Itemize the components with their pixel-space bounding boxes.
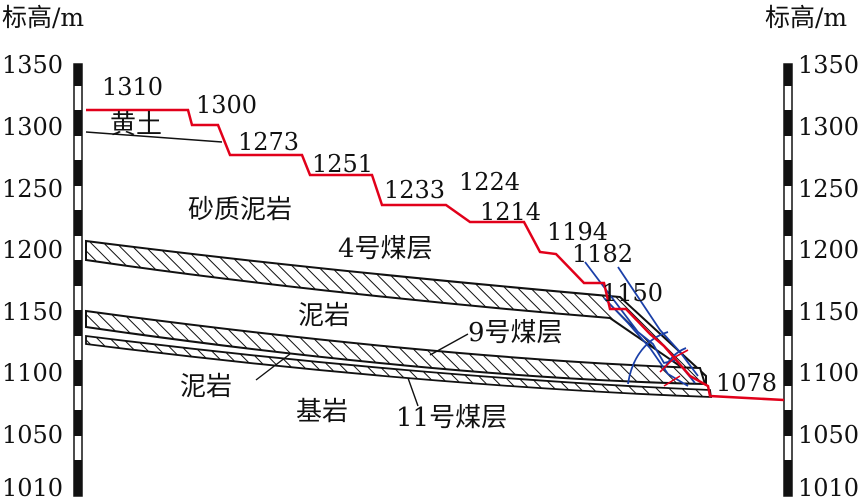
left-tick-label: 1050 — [2, 421, 63, 449]
elevation-label: 1273 — [238, 128, 299, 156]
stratum-label-coal-11: 11号煤层 — [396, 403, 507, 433]
left-tick-label: 1300 — [2, 113, 63, 141]
left-tick-label: 1150 — [2, 298, 63, 326]
stratum-label-coal-9: 9号煤层 — [468, 318, 563, 348]
elevation-label: 1233 — [384, 176, 445, 204]
elevation-label: 1224 — [459, 168, 520, 196]
elevation-label: 1310 — [102, 73, 163, 101]
stratum-label-bedrock: 基岩 — [296, 397, 348, 427]
stratum-label-coal-4: 4号煤层 — [338, 234, 433, 264]
stratum-label-mudstone-lower: 泥岩 — [180, 372, 232, 402]
left-axis-title: 标高/m — [2, 3, 84, 32]
elevation-label: 1214 — [480, 198, 541, 226]
right-tick-label: 1350 — [798, 51, 859, 79]
right-tick-label: 1050 — [798, 421, 859, 449]
right-tick-labels: 1350 1300 1250 1200 1150 1100 1050 1010 — [798, 51, 859, 502]
elevation-label: 1251 — [312, 150, 373, 178]
stratum-label-loess: 黄土 — [110, 110, 162, 140]
elevation-label: 1194 — [547, 218, 608, 246]
right-axis-title: 标高/m — [765, 3, 847, 32]
left-tick-label: 1350 — [2, 51, 63, 79]
label-leader-lines — [255, 333, 469, 407]
elevation-label: 1150 — [602, 279, 663, 307]
left-tick-label: 1200 — [2, 236, 63, 264]
stratum-label-mudstone: 泥岩 — [298, 301, 350, 331]
right-tick-label: 1150 — [798, 298, 859, 326]
right-tick-label: 1300 — [798, 113, 859, 141]
left-tick-label: 1250 — [2, 175, 63, 203]
stratum-label-sandy-mudstone: 砂质泥岩 — [188, 195, 292, 225]
left-tick-labels: 1350 1300 1250 1200 1150 1100 1050 1010 — [2, 51, 63, 502]
elevation-label: 1182 — [572, 240, 633, 268]
right-tick-label: 1010 — [798, 474, 859, 502]
right-tick-label: 1250 — [798, 175, 859, 203]
left-tick-label: 1010 — [2, 474, 63, 502]
coal-seam-4 — [85, 239, 707, 386]
right-axis — [783, 63, 793, 497]
loess-boundary-line — [85, 131, 223, 143]
left-axis — [73, 63, 83, 497]
elevation-label: 1300 — [196, 91, 257, 119]
elevation-label: 1078 — [716, 369, 777, 397]
ground-surface-line — [86, 108, 785, 402]
ground-surface-red-segments — [659, 349, 689, 387]
right-tick-label: 1200 — [798, 236, 859, 264]
right-tick-label: 1100 — [798, 359, 859, 387]
left-tick-label: 1100 — [2, 359, 63, 387]
